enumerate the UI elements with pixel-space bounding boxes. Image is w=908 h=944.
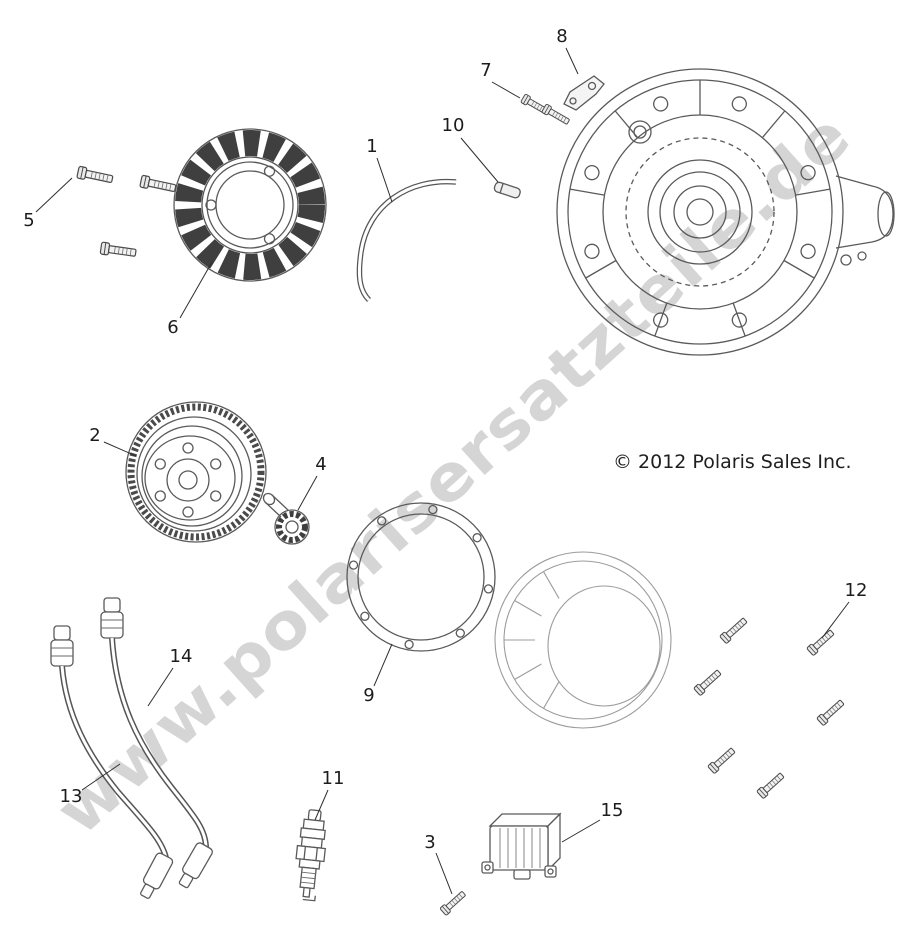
callout-1: 1 xyxy=(366,136,377,157)
callout-14: 14 xyxy=(170,646,193,667)
mounting-bracket xyxy=(563,75,605,111)
callout-7: 7 xyxy=(480,60,491,81)
callouts: 1 2 3 4 5 6 7 8 9 10 11 12 13 14 15 xyxy=(23,26,868,895)
callout-9: 9 xyxy=(363,685,374,706)
stator xyxy=(173,128,327,282)
crankcase-cover xyxy=(556,68,895,356)
spark-plug xyxy=(295,809,326,902)
callout-4: 4 xyxy=(315,454,326,475)
cover-rear-view xyxy=(494,551,672,729)
wire-lead xyxy=(356,178,457,302)
bolt-set-bracket xyxy=(520,93,572,127)
flywheel xyxy=(125,401,267,543)
callout-11: 11 xyxy=(322,768,345,789)
callout-13: 13 xyxy=(60,786,83,807)
callout-5: 5 xyxy=(23,210,34,231)
ignition-coil xyxy=(481,812,562,880)
callout-2: 2 xyxy=(89,425,100,446)
bolt-set-stator xyxy=(76,165,178,260)
spark-plug-wire-right xyxy=(100,597,213,889)
dowel-pin xyxy=(493,181,521,199)
spark-plug-wire-left xyxy=(50,625,174,899)
watermark-text: www.polarisersatzteile.de xyxy=(43,99,865,850)
callout-6: 6 xyxy=(167,317,178,338)
cover-gasket xyxy=(346,502,496,652)
callout-15: 15 xyxy=(601,800,624,821)
bolt-set-cover xyxy=(693,615,847,800)
pinion-gear xyxy=(262,492,310,545)
callout-3: 3 xyxy=(424,832,435,853)
callout-8: 8 xyxy=(556,26,567,47)
copyright-text: © 2012 Polaris Sales Inc. xyxy=(613,451,852,473)
callout-10: 10 xyxy=(442,115,465,136)
callout-12: 12 xyxy=(845,580,868,601)
bolt-coil xyxy=(439,889,468,917)
